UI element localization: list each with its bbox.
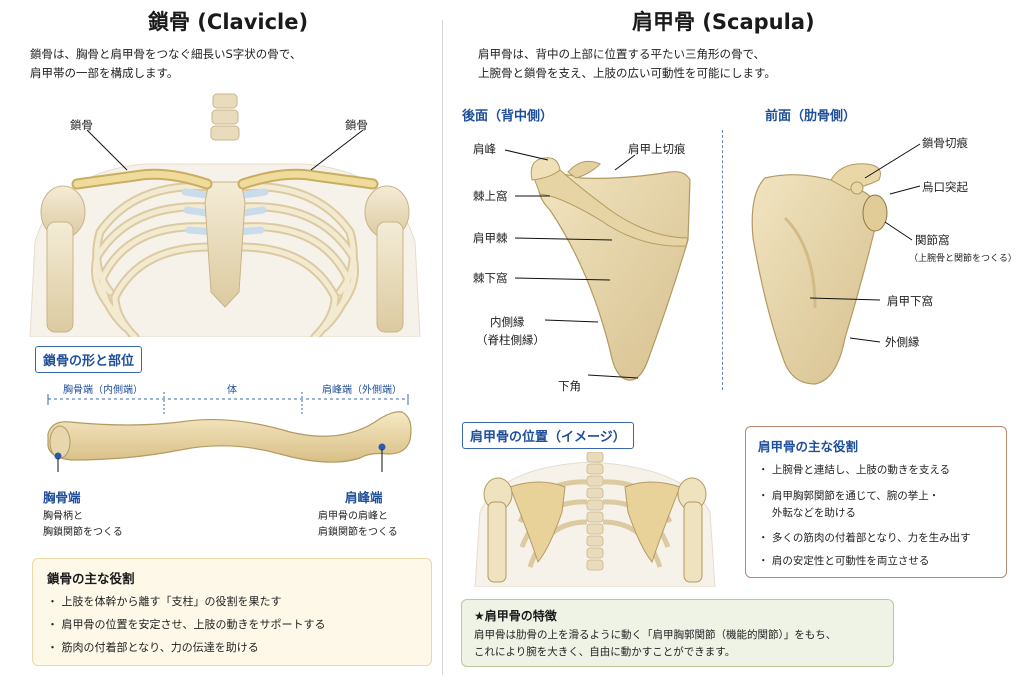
clavicle-role-1: ・ 上肢を体幹から離す「支柱」の役割を果たす [47, 595, 282, 608]
clavicle-role-2: ・ 肩甲骨の位置を安定させ、上肢の動きをサポートする [47, 618, 326, 631]
label-scapular-spine: 肩甲棘 [473, 231, 508, 245]
scapula-roles-title: 肩甲骨の主な役割 [758, 439, 859, 454]
scapula-anterior-illustration [751, 163, 888, 385]
posterior-view-title: 後面（背中側） [462, 109, 554, 124]
clavicle-label-right: 鎖骨 [345, 118, 368, 132]
scapula-feature-title: ★肩甲骨の特徴 [474, 609, 557, 623]
label-acromion: 肩峰 [473, 142, 496, 156]
scapula-role-2-cont: 外転などを助ける [758, 507, 856, 519]
label-infraspinous-fossa: 棘下窩 [473, 271, 508, 285]
segment-acromial-label: 肩峰端（外側端） [322, 385, 402, 396]
acromial-end-label: 肩峰端 [345, 490, 383, 505]
clavicle-shape-illustration [47, 392, 412, 472]
clavicle-label-left: 鎖骨 [70, 118, 93, 132]
segment-sternal-label: 胸骨端（内側端） [63, 385, 143, 396]
clavicle-description-line2: 肩甲帯の一部を構成します。 [30, 66, 179, 80]
label-supraspinous-fossa: 棘上窩 [473, 189, 508, 203]
anterior-pointer-lines [809, 143, 921, 343]
scapula-feature-line2: これにより腕を大きく、自由に動かすことができます。 [474, 646, 736, 658]
label-lateral-border: 外側縁 [885, 335, 920, 349]
sternal-end-desc1: 胸骨柄と [43, 511, 83, 522]
scapula-description-line2: 上腕骨と鎖骨を支え、上肢の広い可動性を可能にします。 [478, 66, 776, 80]
label-suprascapular-notch: 肩甲上切痕 [628, 142, 686, 156]
scapula-posterior-illustration [530, 157, 691, 381]
label-subscapular-fossa: 肩甲下窩 [887, 294, 933, 308]
label-glenoid-note: （上腕骨と関節をつくる） [909, 254, 1017, 264]
clavicle-shape-title: 鎖骨の形と部位 [35, 346, 143, 373]
scapula-position-illustration [474, 452, 716, 587]
scapula-feature-line1: 肩甲骨は肋骨の上を滑るように動く「肩甲胸郭関節（機能的関節）」をもち、 [474, 629, 837, 641]
position-image-title: 肩甲骨の位置（イメージ） [462, 422, 634, 449]
thorax-illustration [29, 93, 421, 337]
acromial-end-desc1: 肩甲骨の肩峰と [318, 511, 388, 522]
label-coracoid-process: 烏口突起 [922, 180, 968, 194]
clavicle-description-line1: 鎖骨は、胸骨と肩甲骨をつなぐ細長いS字状の骨で、 [30, 47, 302, 61]
center-divider [442, 20, 443, 675]
sternal-end-label: 胸骨端 [43, 490, 81, 505]
clavicle-roles-box: 鎖骨の主な役割 ・ 上肢を体幹から離す「支柱」の役割を果たす ・ 肩甲骨の位置を… [32, 558, 432, 666]
label-inferior-angle: 下角 [558, 379, 581, 393]
clavicle-title: 鎖骨 (Clavicle) [148, 10, 309, 34]
segment-body-label: 体 [227, 385, 237, 396]
anterior-view-title: 前面（肋骨側） [765, 109, 857, 124]
clavicle-role-3: ・ 筋肉の付着部となり、力の伝達を助ける [47, 641, 259, 654]
scapula-role-2: ・ 肩甲胸郭関節を通じて、腕の挙上・ [758, 490, 940, 502]
posterior-pointer-lines [504, 149, 639, 379]
scapula-roles-box: 肩甲骨の主な役割 ・ 上腕骨と連結し、上肢の動きを支える ・ 肩甲胸郭関節を通じ… [745, 426, 1007, 578]
label-glenoid-cavity: 関節窩 [915, 233, 950, 247]
label-clavicular-notch: 鎖骨切痕 [922, 136, 968, 150]
sternal-end-desc2: 胸鎖関節をつくる [43, 527, 123, 538]
acromial-end-desc2: 肩鎖関節をつくる [318, 527, 398, 538]
label-medial-border: 内側縁 [490, 315, 525, 329]
scapula-role-4: ・ 肩の安定性と可動性を両立させる [758, 555, 930, 567]
scapula-role-1: ・ 上腕骨と連結し、上肢の動きを支える [758, 464, 951, 476]
view-divider [722, 130, 723, 390]
label-medial-border-note: （脊柱側縁） [476, 333, 545, 347]
scapula-description-line1: 肩甲骨は、背中の上部に位置する平たい三角形の骨で、 [478, 47, 766, 61]
scapula-role-3: ・ 多くの筋肉の付着部となり、力を生み出す [758, 532, 971, 544]
scapula-title: 肩甲骨 (Scapula) [632, 10, 815, 34]
clavicle-roles-title: 鎖骨の主な役割 [47, 571, 135, 586]
scapula-feature-box: ★肩甲骨の特徴 肩甲骨は肋骨の上を滑るように動く「肩甲胸郭関節（機能的関節）」を… [461, 599, 894, 667]
